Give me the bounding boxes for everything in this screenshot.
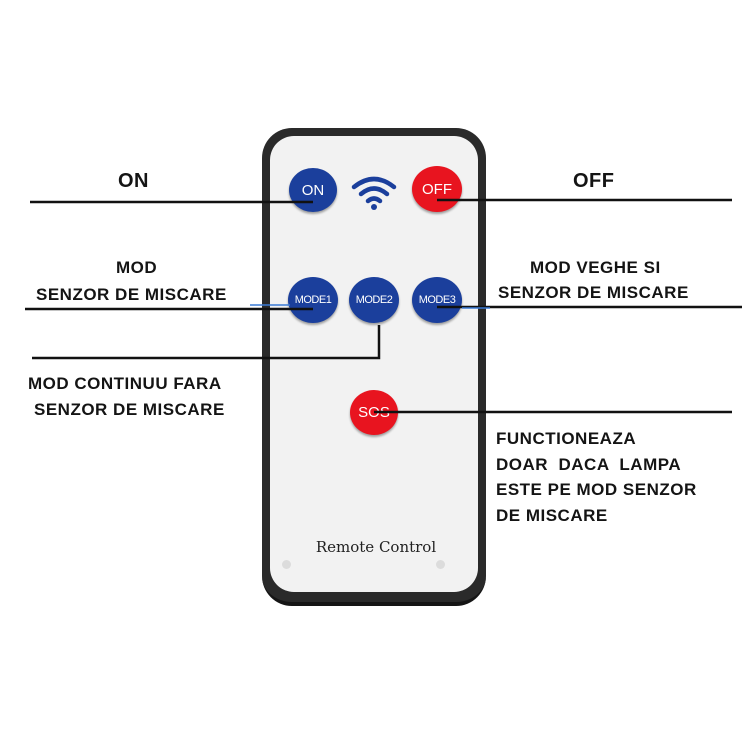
sos-label-line2: DOAR DACA LAMPA xyxy=(496,455,682,474)
on-button[interactable]: ON xyxy=(289,168,337,212)
remote-face xyxy=(270,136,478,592)
mode2-callout-line xyxy=(32,325,381,360)
sos-label-line4: DE MISCARE xyxy=(496,506,608,525)
wifi-icon xyxy=(351,174,397,212)
on-button-label: ON xyxy=(301,181,325,199)
mode2-button-label: MODE2 xyxy=(355,294,393,306)
mode3-label-line1: MOD VEGHE SI xyxy=(530,258,661,277)
mode1-button-label: MODE1 xyxy=(294,294,332,306)
mode3-button-label: MODE3 xyxy=(418,294,456,306)
mode1-label-line1: MOD xyxy=(116,258,158,277)
remote-corner-bump xyxy=(282,560,291,569)
on-label: ON xyxy=(118,170,149,192)
remote-corner-bump xyxy=(436,560,445,569)
mode3-label-line2: SENZOR DE MISCARE xyxy=(498,283,689,302)
mode2-label-line2: SENZOR DE MISCARE xyxy=(34,400,225,419)
mode1-label-line2: SENZOR DE MISCARE xyxy=(36,285,227,304)
sos-label-line1: FUNCTIONEAZA xyxy=(496,429,637,448)
mode3-button[interactable]: MODE3 xyxy=(412,277,462,323)
off-label: OFF xyxy=(573,170,615,192)
sos-label-line3: ESTE PE MOD SENZOR xyxy=(496,480,697,499)
off-button-label: OFF xyxy=(422,180,452,198)
mode2-button[interactable]: MODE2 xyxy=(349,277,399,323)
mode2-label-line1: MOD CONTINUU FARA xyxy=(28,374,222,393)
mode1-button[interactable]: MODE1 xyxy=(288,277,338,323)
off-button[interactable]: OFF xyxy=(412,166,462,212)
remote-brand-text: Remote Control xyxy=(315,538,437,556)
